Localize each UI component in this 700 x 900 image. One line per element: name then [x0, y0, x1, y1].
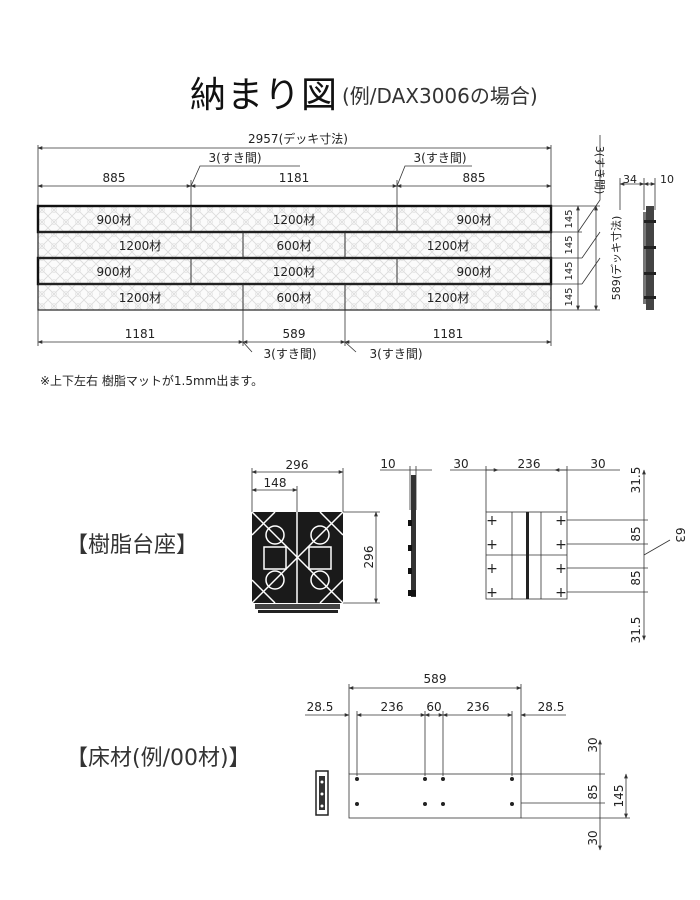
board-label: 900材: [457, 265, 492, 279]
deck-side-section: 34 10: [619, 173, 674, 310]
base-inner-dim: 148: [264, 476, 287, 490]
row-height-dim: 145: [564, 287, 575, 306]
base-right-dim: 85: [629, 526, 643, 541]
bottom-dim: 1181: [433, 327, 464, 341]
floor-top-dim: 236: [381, 700, 404, 714]
board-labels: 900材 1200材 900材 1200材 600材 1200材 900材 12…: [97, 213, 492, 305]
svg-text:+: +: [486, 561, 498, 577]
mat-overhang-note: ※上下左右 樹脂マットが1.5mm出ます。: [40, 374, 264, 388]
gap-label: 3(すき間): [264, 347, 317, 361]
svg-text:+: +: [486, 513, 498, 529]
board-label: 600材: [277, 291, 312, 305]
board-label: 900材: [97, 265, 132, 279]
svg-text:+: +: [555, 537, 567, 553]
svg-text:+: +: [486, 537, 498, 553]
svg-text:+: +: [555, 513, 567, 529]
section-label-floor-board: 【床材(例/00材)】: [66, 746, 251, 771]
svg-text:+: +: [486, 585, 498, 601]
right-dims: [551, 135, 601, 311]
board-label: 900材: [457, 213, 492, 227]
base-slant-dim: 63: [673, 527, 687, 542]
floor-top-dim: 28.5: [538, 700, 565, 714]
board-label: 1200材: [273, 213, 316, 227]
page-title: 納まり図: [190, 75, 339, 116]
gap-label: 3(すき間): [209, 151, 262, 165]
floor-top-dim: 236: [467, 700, 490, 714]
floor-right-dim: 85: [586, 784, 600, 799]
board-label: 1200材: [427, 239, 470, 253]
floor-top-dim: 60: [426, 700, 441, 714]
top-dim: 885: [463, 171, 486, 185]
base-top-dim: 236: [518, 457, 541, 471]
gap-label: 3(すき間): [414, 151, 467, 165]
floor-right-dim: 30: [586, 737, 600, 752]
floor-top-dim: 28.5: [307, 700, 334, 714]
deck-boards: [36, 204, 553, 311]
base-right-dim: 31.5: [629, 617, 643, 644]
base-right-dim: 85: [629, 570, 643, 585]
depth-dim: 589(デッキ寸法): [609, 216, 623, 301]
floor-board-drawing: 589 28.5 236 60 236 28.5 30 85 30 145: [305, 672, 630, 851]
base-thickness-dim: 10: [380, 457, 395, 471]
floor-height-dim: 145: [612, 785, 626, 808]
section-label-resin-base: 【樹脂台座】: [66, 533, 199, 558]
row-height-dim: 145: [564, 209, 575, 228]
base-top-dim: 30: [453, 457, 468, 471]
board-label: 1200材: [273, 265, 316, 279]
board-label: 1200材: [119, 239, 162, 253]
top-dim: 885: [103, 171, 126, 185]
bottom-dims: [37, 310, 552, 353]
row-height-dim: 145: [564, 261, 575, 280]
board-label: 600材: [277, 239, 312, 253]
svg-text:+: +: [555, 561, 567, 577]
bottom-dim: 1181: [125, 327, 156, 341]
board-label: 1200材: [119, 291, 162, 305]
resin-base-drawing: + + + + + + + + 296 148 296 10 30 236 30 31.…: [251, 457, 687, 644]
side-dim: 34: [623, 173, 637, 186]
base-right-dim: 31.5: [629, 467, 643, 494]
bottom-dim: 589: [283, 327, 306, 341]
page-subtitle: (例/DAX3006の場合): [342, 84, 538, 108]
board-label: 900材: [97, 213, 132, 227]
base-top-dim: 30: [590, 457, 605, 471]
row-height-dim: 145: [564, 235, 575, 254]
gap-label: 3(すき間): [370, 347, 423, 361]
floor-right-dim: 30: [586, 830, 600, 845]
base-height-dim: 296: [362, 546, 376, 569]
svg-text:+: +: [555, 585, 567, 601]
floor-width-dim: 589: [424, 672, 447, 686]
side-dim: 10: [660, 173, 674, 186]
overall-width-dim: 2957(デッキ寸法): [248, 131, 348, 146]
top-dim: 1181: [279, 171, 310, 185]
gap-label-vertical: 3(すき間): [593, 146, 606, 195]
board-label: 1200材: [427, 291, 470, 305]
base-width-dim: 296: [286, 458, 309, 472]
